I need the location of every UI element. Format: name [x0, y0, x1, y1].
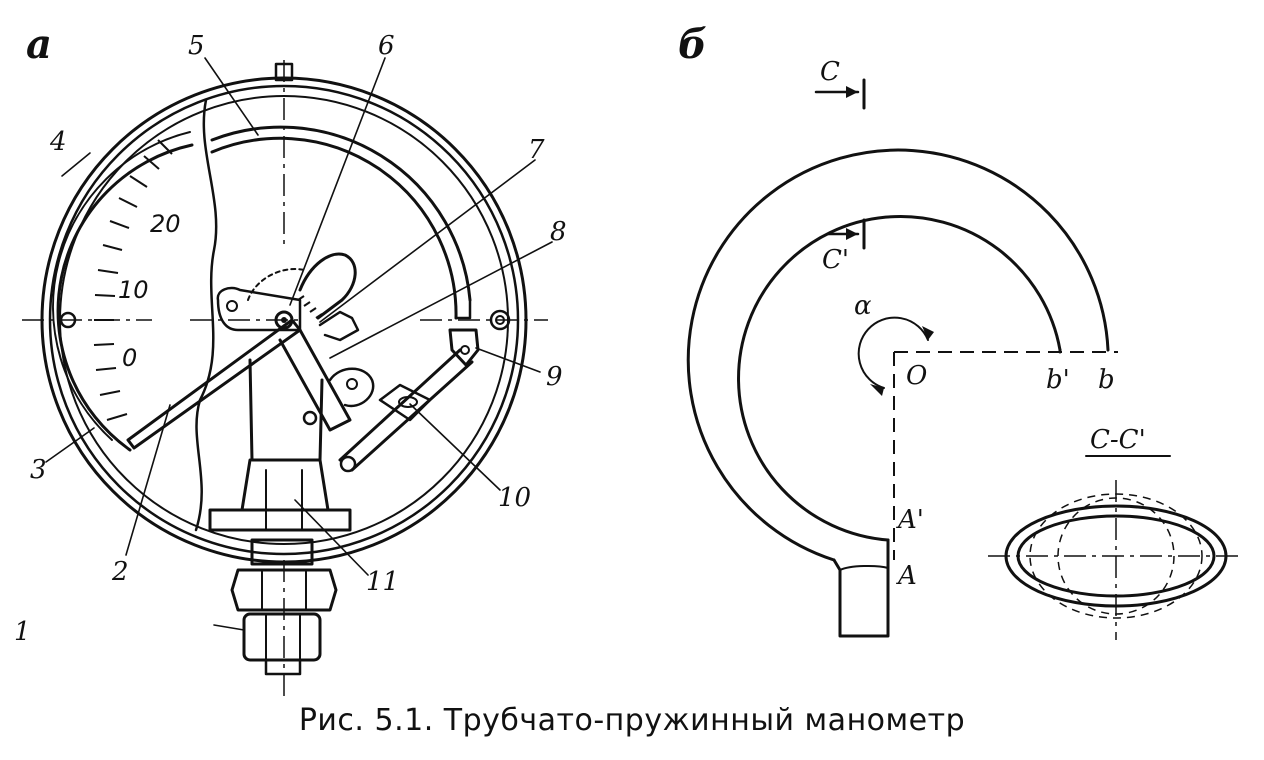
part-number-4: 4 [49, 127, 67, 157]
section-mark-c-prime: C' [822, 245, 849, 275]
part-number-11: 11 [366, 567, 399, 597]
cross-section-label: C-C' [1090, 425, 1146, 455]
part-number-9: 9 [546, 362, 563, 392]
scale-label-20: 20 [150, 210, 181, 238]
part-number-10: 10 [498, 483, 531, 513]
point-a-prime-label: A' [896, 505, 924, 535]
panel-b-label: б [678, 21, 707, 68]
scale-label-0: 0 [122, 344, 137, 372]
part-number-3: 3 [30, 455, 47, 485]
part-number-5: 5 [188, 31, 205, 61]
part-number-1: 1 [14, 617, 31, 647]
panel-a-gauge-drawing [22, 57, 553, 700]
point-a-label: A [896, 561, 917, 591]
point-b-label: b [1098, 365, 1115, 395]
point-b-prime-label: b' [1046, 365, 1070, 395]
section-mark-c: C [820, 57, 840, 87]
part-number-8: 8 [550, 217, 567, 247]
angle-alpha-label: α [854, 291, 872, 321]
panel-b-tube-drawing [686, 78, 1242, 640]
dial-scale-ticks [93, 139, 173, 421]
part-number-7: 7 [528, 135, 545, 165]
center-o-label: O [906, 361, 927, 391]
part-number-6: 6 [378, 31, 395, 61]
figure-caption: Рис. 5.1. Трубчато-пружинный манометр [298, 703, 966, 738]
panel-a-label: а [26, 21, 52, 68]
part-number-2: 2 [111, 557, 129, 587]
scale-label-10: 10 [118, 276, 149, 304]
